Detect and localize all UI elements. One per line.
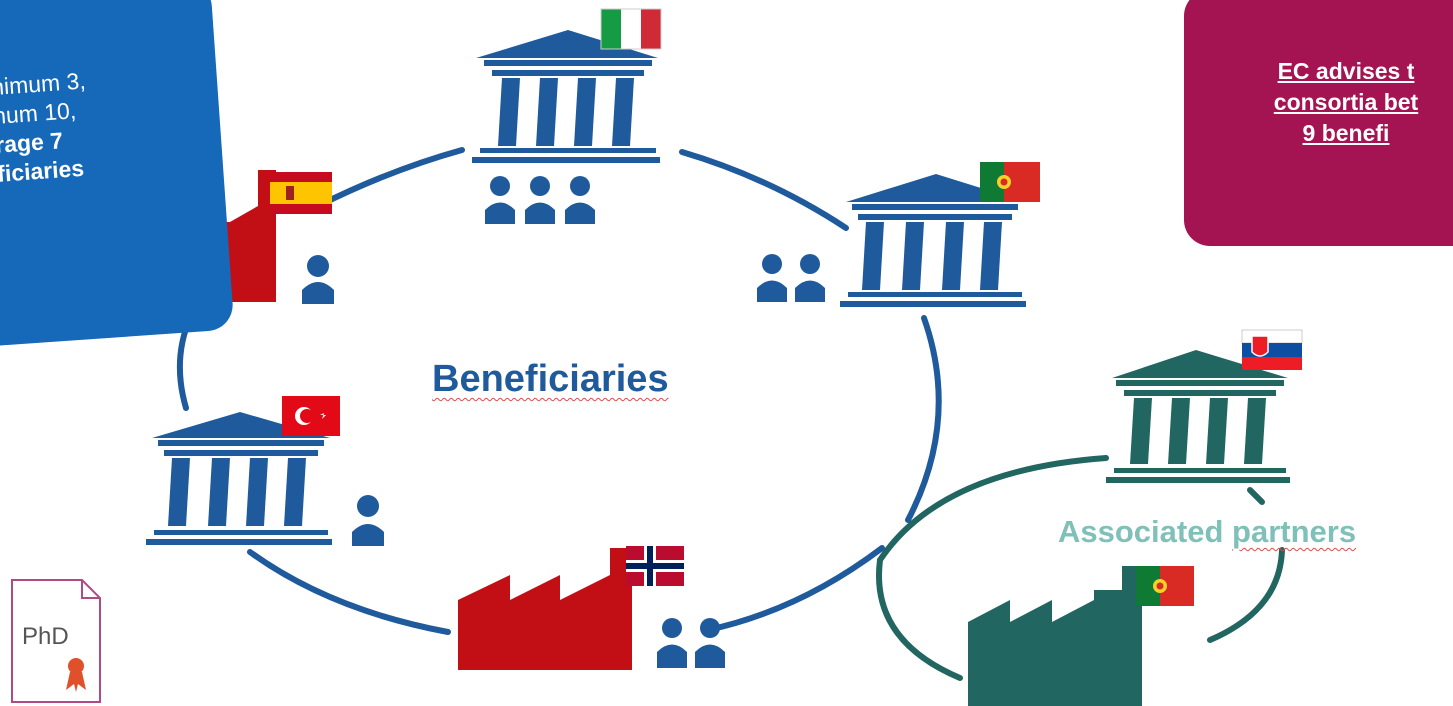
institution-icon [1106,350,1290,483]
factory-icon [458,548,632,670]
node-italy [472,8,662,224]
node-norway-factory [458,546,725,670]
beneficiaries-label: Beneficiaries [432,358,669,400]
flag-turkey-icon [282,396,340,436]
node-portugal-factory [968,566,1194,706]
phd-label: PhD [22,623,69,650]
ring-arc [705,545,885,633]
flag-italy-icon [600,8,662,50]
advice-line-3: 9 benefi [1302,120,1390,146]
node-slovakia [1106,329,1303,483]
phd-document-icon [11,579,101,703]
ring-arc [905,315,942,523]
associated-partners-label: Associated partners [1058,514,1356,550]
ring-arc [315,147,465,209]
beneficiary-count-text: nimum 3, num 10, rage 7 ficiaries [0,59,198,189]
ring-arc [1247,487,1265,505]
person-group-icon [757,254,825,302]
associated-word: Associated [1058,514,1224,549]
ring-arc [876,455,1109,681]
person-group-icon [657,618,725,668]
person-icon [302,255,334,304]
flag-norway-icon [626,546,684,586]
person-icon [352,495,384,546]
institution-icon [840,174,1026,307]
node-portugal-institution [757,162,1040,307]
associated-ring [876,455,1285,681]
advice-line-2: consortia bet [1273,89,1419,115]
advice-line-1: EC advises t [1277,58,1415,84]
ring-arc [247,549,451,635]
flag-spain-icon [270,172,332,214]
node-turkey [146,396,384,546]
flag-slovakia-icon [1241,329,1303,370]
partners-word: partners [1232,514,1357,549]
institution-icon [472,30,660,163]
flag-portugal-icon [1136,566,1194,606]
ec-advice-box [1184,0,1453,246]
factory-icon [968,566,1142,706]
institution-icon [146,412,332,545]
person-group-icon [485,176,595,224]
flag-portugal-icon [980,162,1040,202]
ec-advice-text: EC advises t consortia bet 9 benefi [1196,56,1453,149]
ring-arc [1207,547,1285,643]
ring-arc [679,149,849,231]
